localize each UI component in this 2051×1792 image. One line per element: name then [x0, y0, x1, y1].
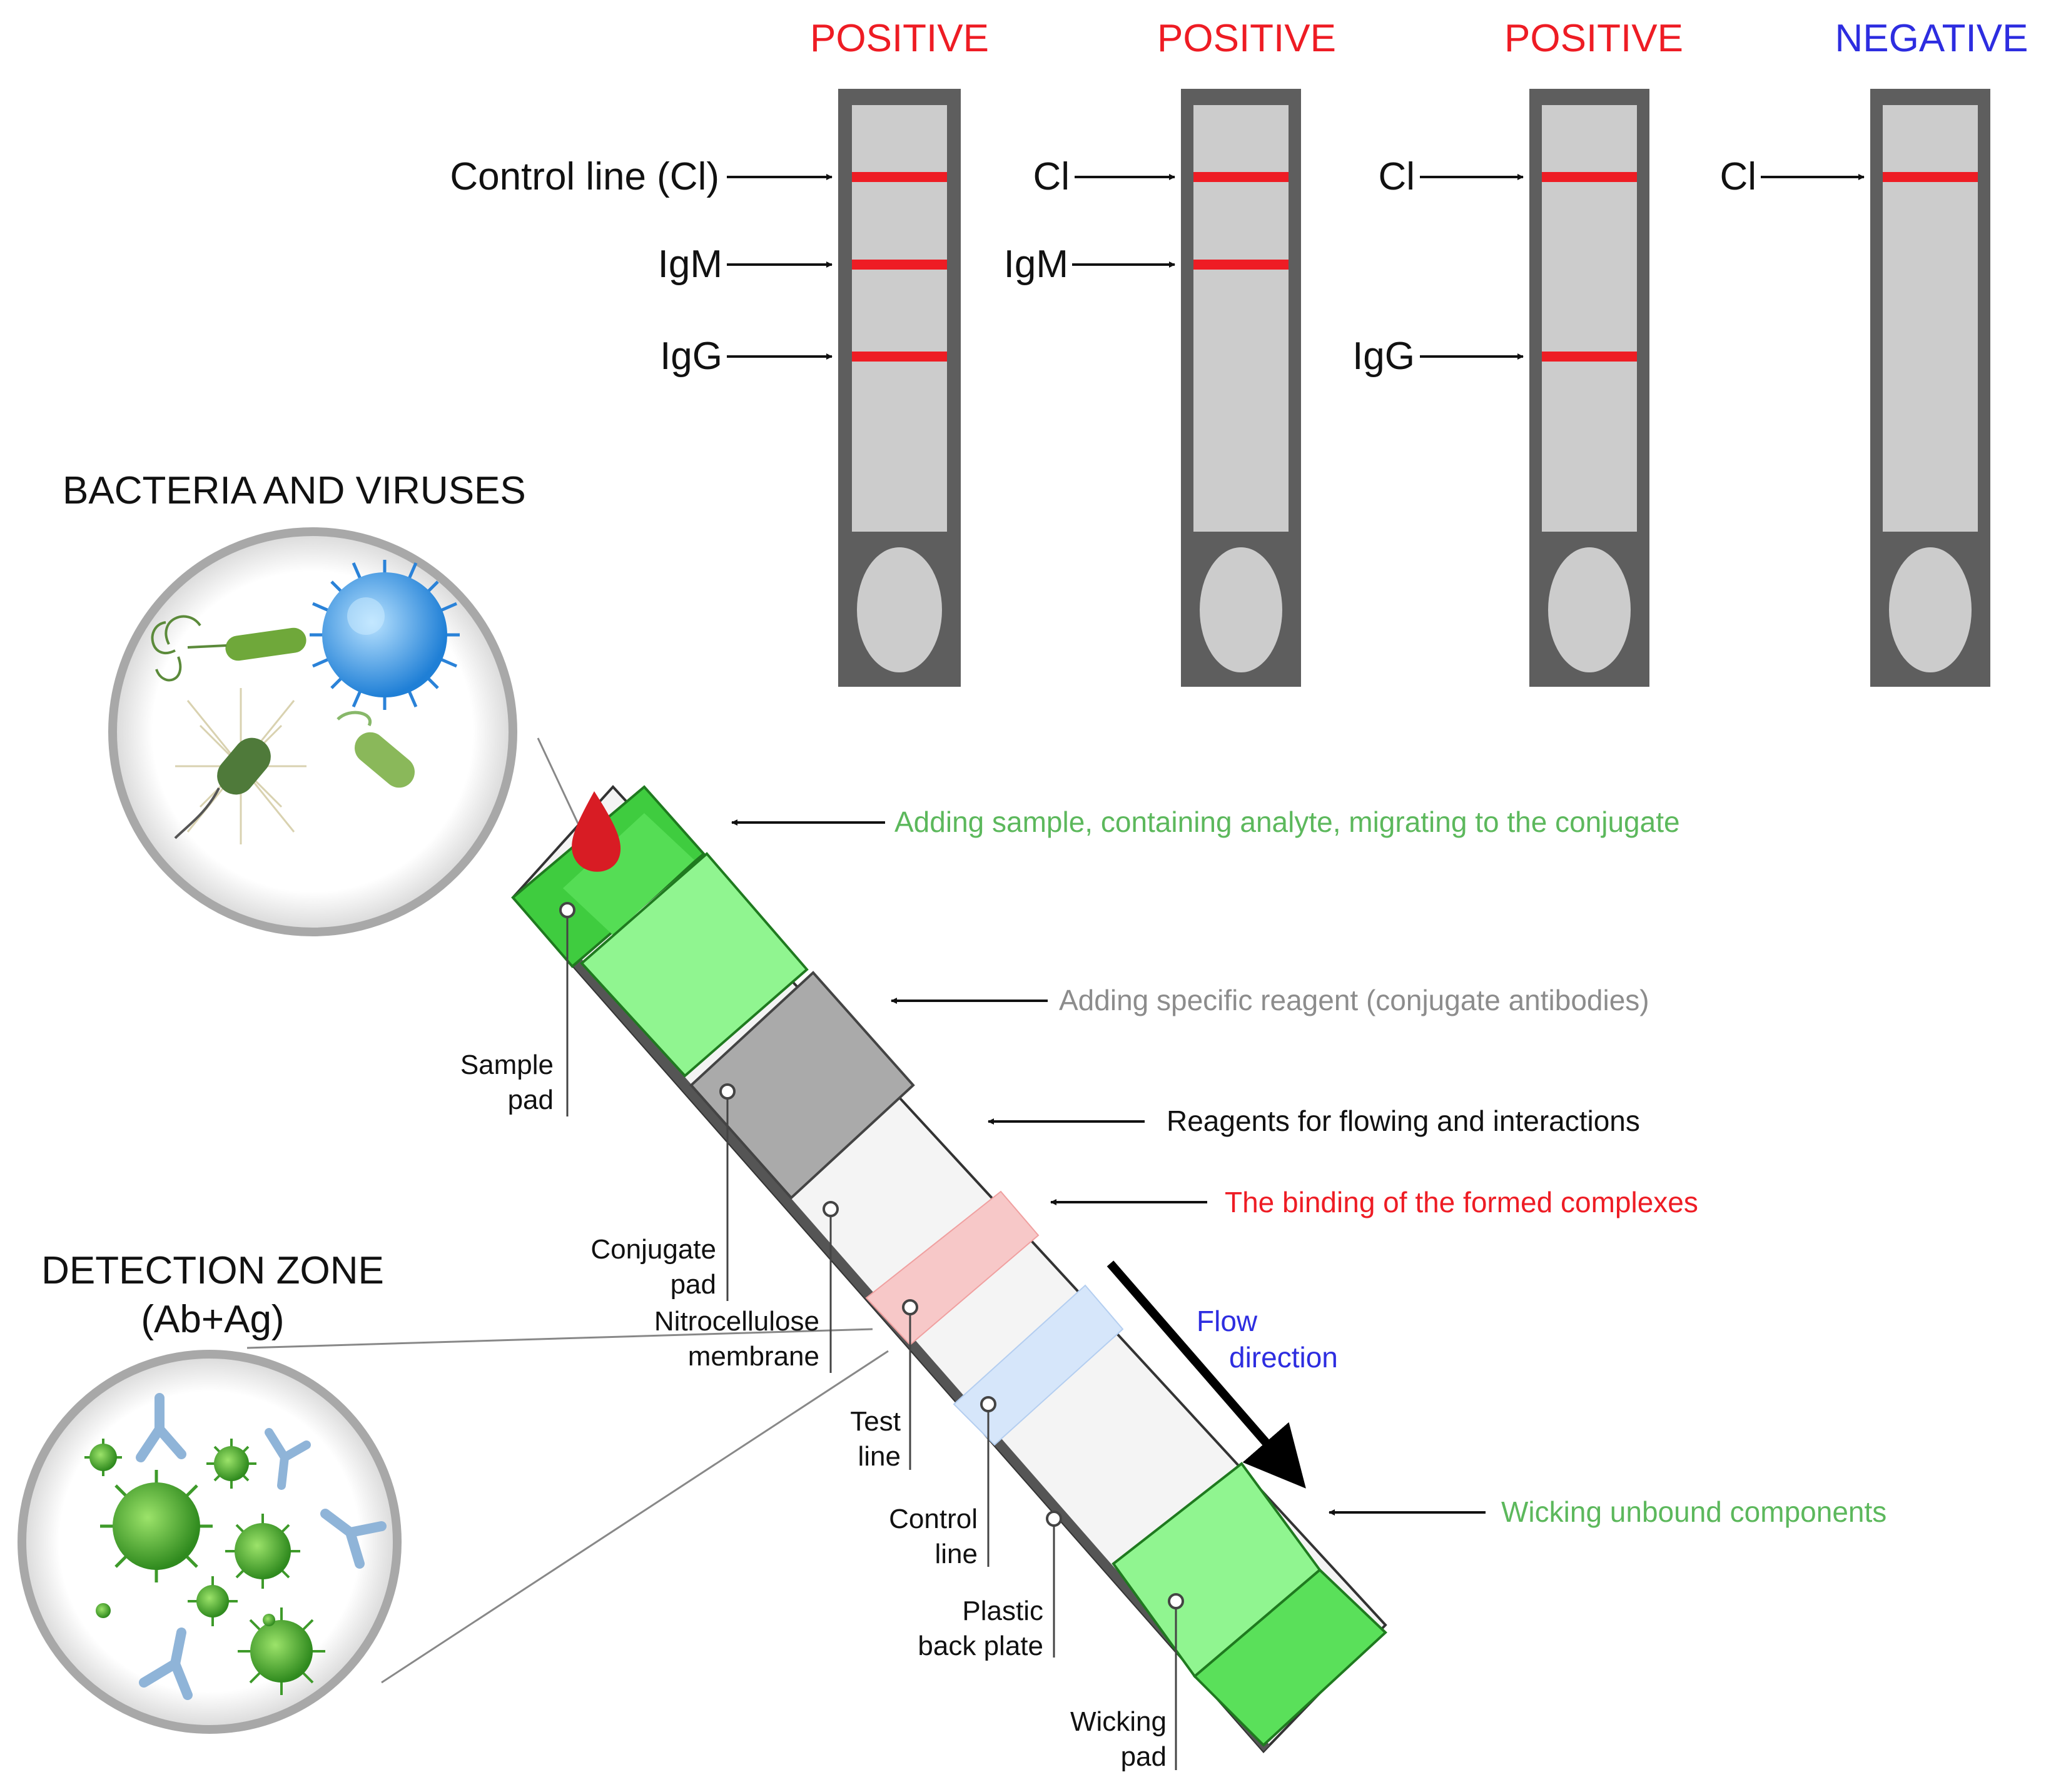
- pathogens-title: BACTERIA AND VIRUSES: [63, 469, 526, 512]
- virus-icon: [206, 1439, 256, 1489]
- flow-direction-arrow: [1107, 1260, 1306, 1489]
- control-band: [1883, 172, 1978, 182]
- annotation-flow-1: Flow: [1197, 1305, 1258, 1337]
- sample-well: [857, 547, 942, 672]
- label-sample-pad-2: pad: [508, 1085, 554, 1115]
- pathogens-lens: [108, 527, 517, 936]
- leader-dot: [823, 1201, 839, 1217]
- result-label: POSITIVE: [1504, 17, 1683, 60]
- igg-band: [1542, 352, 1637, 362]
- pointer-label-cl: Control line (Cl): [450, 155, 719, 198]
- result-label: POSITIVE: [1157, 17, 1336, 60]
- pointer-label-cl: Cl: [1719, 155, 1756, 198]
- pointer-label-igg: IgG: [660, 335, 722, 378]
- label-control-line-2: line: [935, 1539, 978, 1569]
- leader-dot: [902, 1299, 918, 1315]
- zoom-line: [381, 1350, 889, 1684]
- cassette-2: POSITIVE Cl IgM: [1004, 17, 1336, 687]
- pointer-label-igm: IgM: [658, 243, 722, 286]
- cassette-4: NEGATIVE Cl: [1719, 17, 2028, 687]
- detection-lens: [18, 1350, 402, 1734]
- control-band: [1193, 172, 1289, 182]
- annotation-flow-2: direction: [1229, 1341, 1338, 1374]
- cassette-1: POSITIVE Control line (Cl) IgM IgG: [450, 17, 989, 687]
- leader-dot: [1168, 1593, 1184, 1609]
- sample-well: [1548, 547, 1631, 672]
- result-label: NEGATIVE: [1835, 17, 2028, 60]
- label-control-line-1: Control: [889, 1504, 978, 1534]
- annotation-wicking: Wicking unbound components: [1501, 1496, 1886, 1528]
- igm-band: [852, 260, 947, 270]
- part-labels: Sample pad Conjugate pad Nitrocellulose …: [460, 902, 1184, 1772]
- label-wicking-pad-1: Wicking: [1070, 1706, 1167, 1737]
- virus-icon: [96, 1603, 111, 1618]
- pointer-label-cl: Cl: [1378, 155, 1415, 198]
- leader-dot: [980, 1396, 996, 1412]
- label-sample-pad-1: Sample: [460, 1050, 554, 1080]
- pathogens-illustration: [151, 560, 460, 844]
- result-window: [852, 105, 947, 532]
- detection-title: DETECTION ZONE: [41, 1249, 384, 1292]
- label-test-line-1: Test: [850, 1406, 901, 1437]
- igm-band: [1193, 260, 1289, 270]
- virus-icon: [263, 1614, 275, 1626]
- sample-well: [1200, 547, 1282, 672]
- virus-icon: [310, 560, 460, 710]
- annotation-reagent: Adding specific reagent (conjugate antib…: [1059, 984, 1649, 1016]
- virus-icon: [225, 1514, 300, 1589]
- antibody-icon: [136, 1393, 186, 1462]
- pointer-label-igm: IgM: [1004, 243, 1068, 286]
- label-conjugate-pad-1: Conjugate: [590, 1234, 716, 1265]
- pointer-label-cl: Cl: [1033, 155, 1070, 198]
- virus-icon: [100, 1470, 213, 1582]
- pointer-label-igg: IgG: [1352, 335, 1415, 378]
- virus-icon: [188, 1576, 238, 1626]
- result-window: [1193, 105, 1289, 532]
- label-nitro-2: membrane: [688, 1341, 819, 1372]
- wicking-pad-end: [1193, 1568, 1387, 1747]
- label-wicking-pad-2: pad: [1121, 1741, 1167, 1772]
- leader-dot: [559, 902, 575, 918]
- lateral-flow-strip: [511, 785, 1387, 1753]
- detection-illustration: [84, 1393, 387, 1700]
- conjugate-pad: [689, 971, 915, 1200]
- leader-dot: [719, 1083, 736, 1100]
- annotation-flowing: Reagents for flowing and interactions: [1167, 1105, 1640, 1137]
- bacterium-icon: [174, 688, 306, 844]
- antibody-icon: [265, 1428, 311, 1490]
- antibody-icon: [320, 1509, 387, 1569]
- annotations: Adding sample, containing analyte, migra…: [731, 806, 1886, 1528]
- label-nitro-1: Nitrocellulose: [654, 1306, 819, 1337]
- virus-icon: [84, 1439, 122, 1476]
- virus-icon: [238, 1607, 325, 1695]
- result-label: POSITIVE: [810, 17, 989, 60]
- label-test-line-2: line: [858, 1441, 901, 1472]
- control-band: [852, 172, 947, 182]
- control-band: [1542, 172, 1637, 182]
- cassette-3: POSITIVE Cl IgG: [1352, 17, 1683, 687]
- label-back-plate-2: back plate: [918, 1631, 1043, 1661]
- sample-pad-overlap: [580, 852, 809, 1078]
- zoom-line: [246, 1328, 873, 1349]
- sample-well: [1889, 547, 1972, 672]
- detection-subtitle: (Ab+Ag): [141, 1298, 284, 1341]
- igg-band: [852, 352, 947, 362]
- leader-dot: [1046, 1511, 1062, 1527]
- annotation-sample: Adding sample, containing analyte, migra…: [894, 806, 1680, 838]
- annotation-binding: The binding of the formed complexes: [1225, 1186, 1698, 1218]
- zoom-line: [537, 737, 586, 839]
- bacterium-icon: [337, 711, 415, 788]
- antibody-icon: [139, 1627, 193, 1700]
- result-window: [1883, 105, 1978, 532]
- label-conjugate-pad-2: pad: [671, 1269, 716, 1300]
- bacterium-icon: [151, 615, 306, 682]
- result-window: [1542, 105, 1637, 532]
- sample-pad-top: [563, 813, 694, 935]
- label-back-plate-1: Plastic: [962, 1596, 1043, 1626]
- blood-drop-icon: [572, 791, 621, 872]
